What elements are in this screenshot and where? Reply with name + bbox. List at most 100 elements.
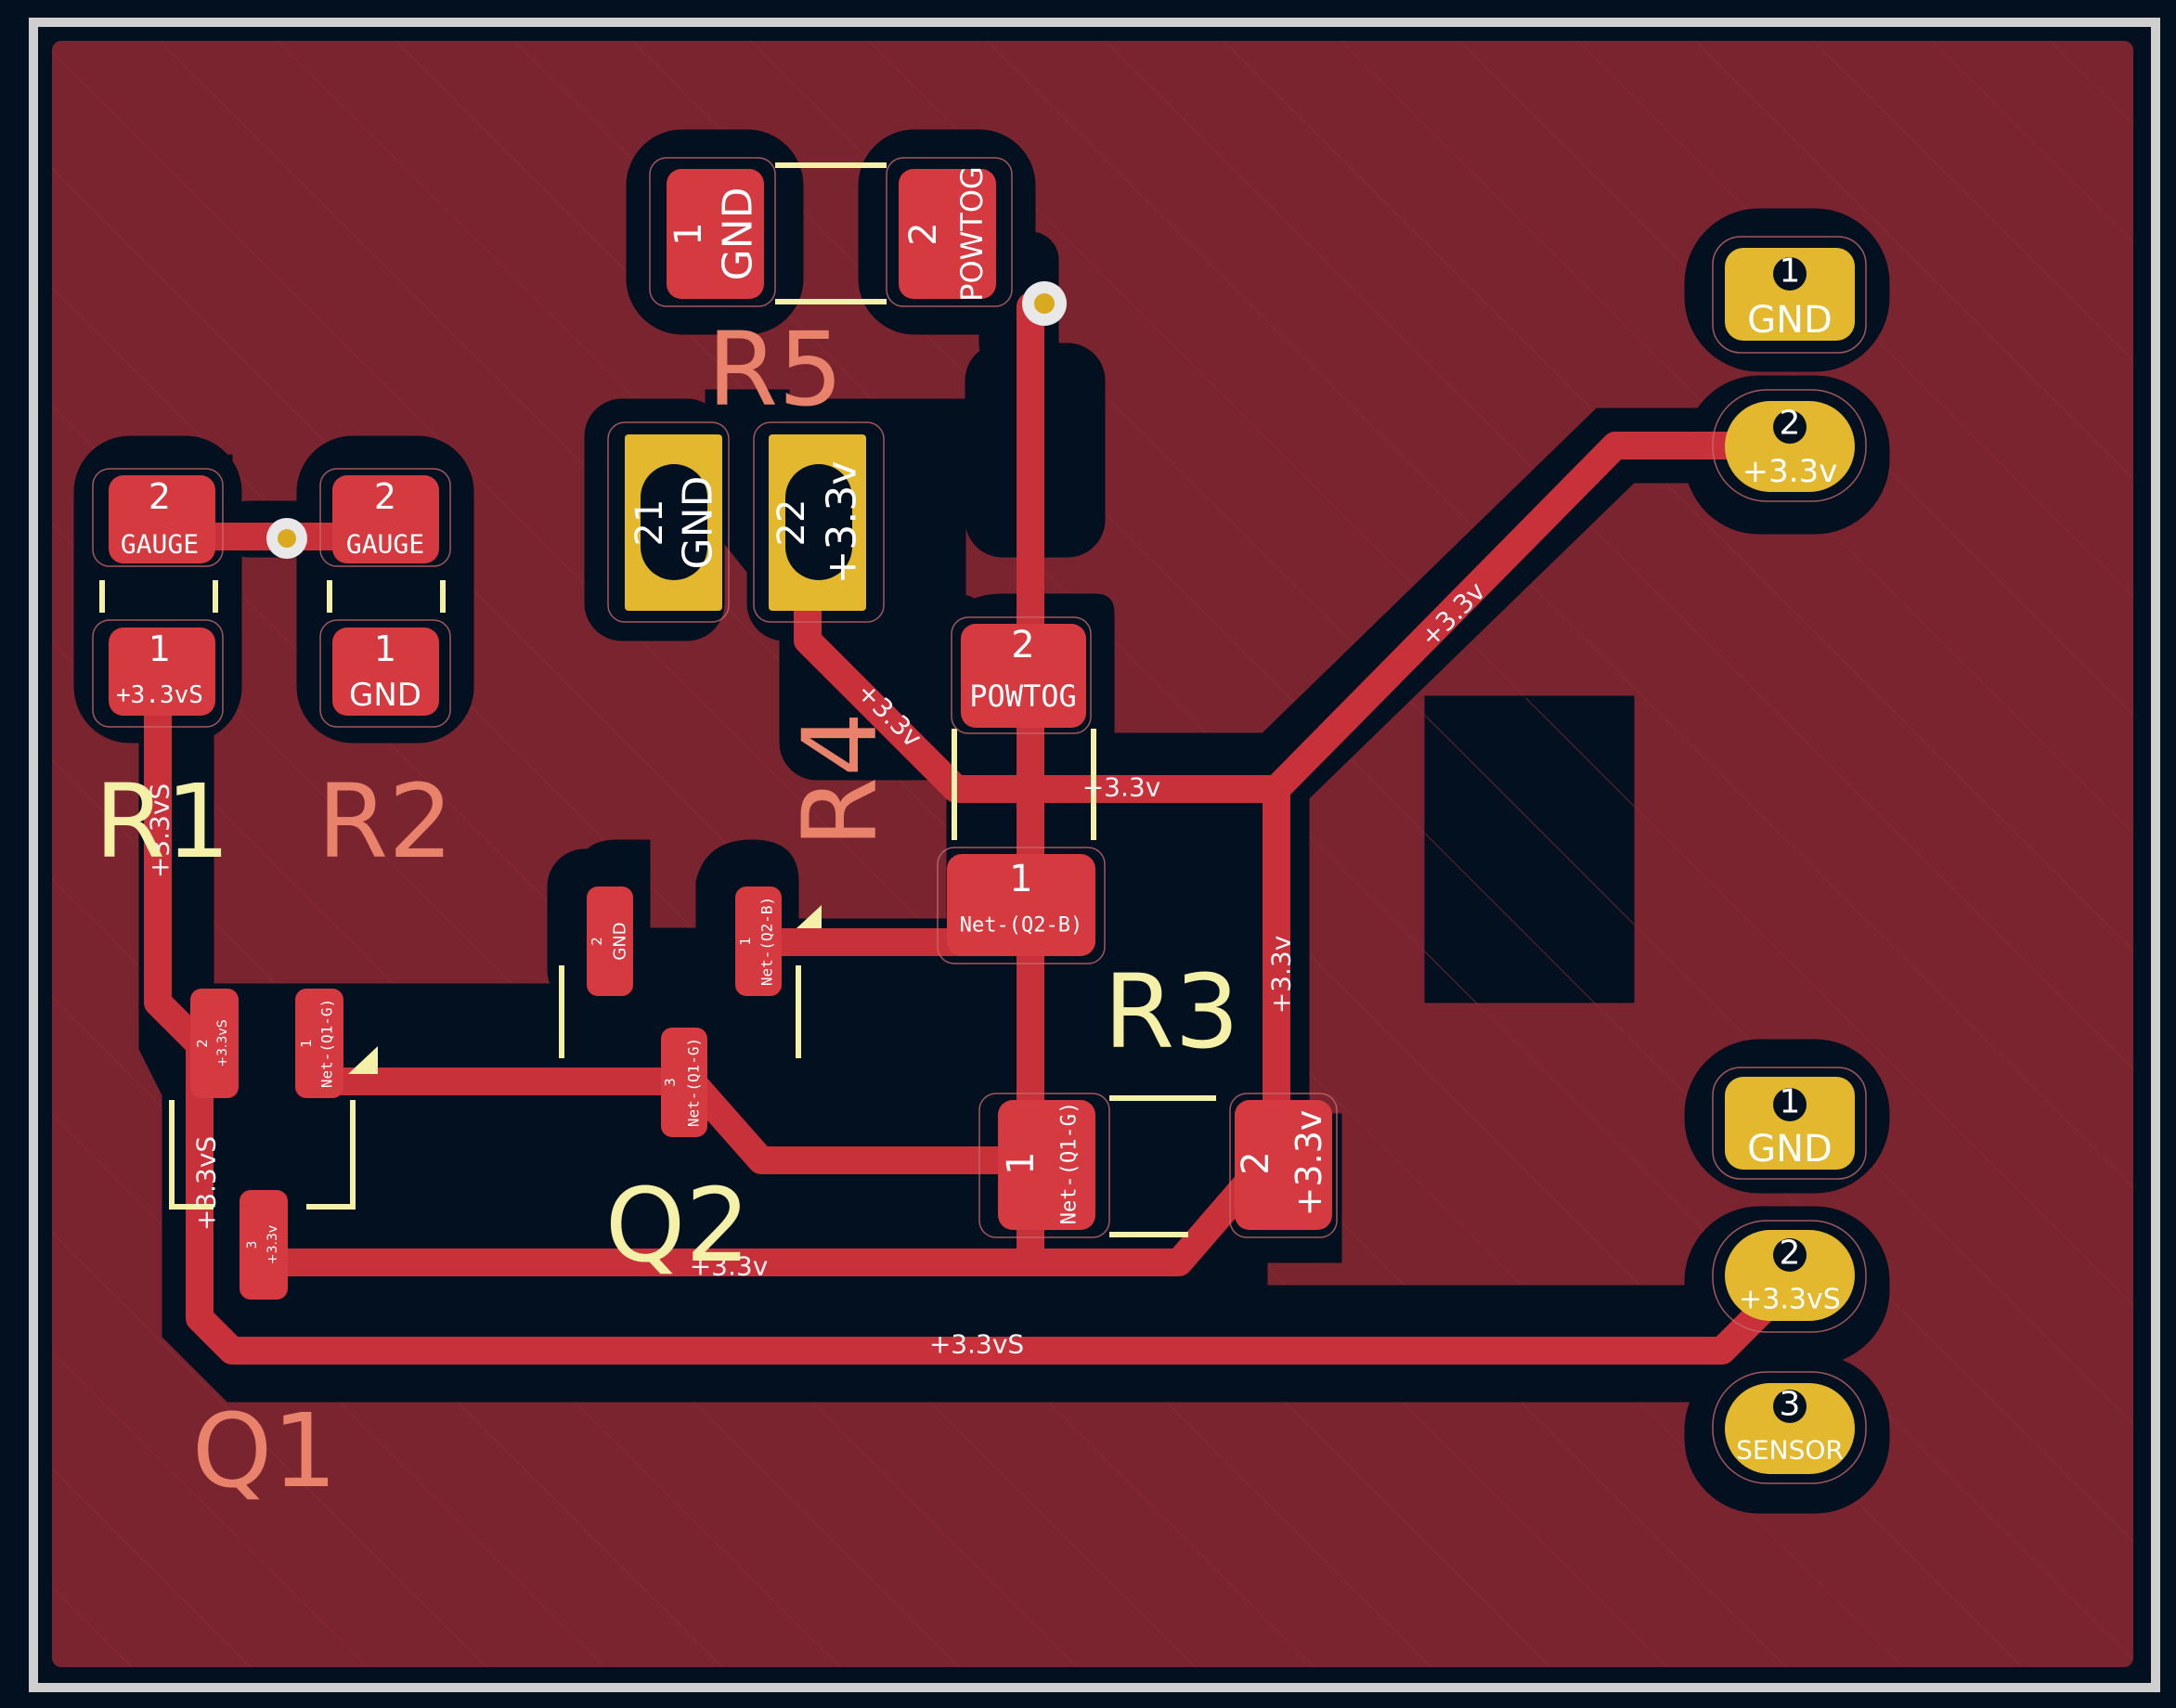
r4-pad-2[interactable] [961,624,1086,728]
sensor-conn-pad-2-number: 2 [1780,1235,1801,1273]
r5-pad-2-number: 2 [902,222,945,245]
r5-pad-2-net: POWTOG [954,166,990,302]
q2-pad-2-number: 2 [589,937,605,946]
jumper-pad-21-number: 21 [628,499,671,547]
power-conn-pad-1-number: 1 [1780,252,1801,291]
sensor-conn-pad-3-net: SENSOR [1736,1435,1844,1466]
r2-pad-2[interactable] [332,475,439,563]
q1-pad-2[interactable] [190,989,239,1098]
r5-pad-2[interactable] [899,169,996,299]
r2-pad-1[interactable] [332,628,439,716]
sensor-conn-pad-2-drill [1773,1238,1807,1272]
keepout-zone [1425,698,1634,1004]
r3-pad-1[interactable] [998,1100,1095,1230]
r5-pad-1[interactable] [667,169,764,299]
r2-footprint[interactable]: 2 GAUGE 1 GND [332,475,439,716]
r5-footprint[interactable]: 1 GND 2 POWTOG [667,166,996,302]
trace-label-hbus: +3.3v [1082,772,1161,803]
trace-label-left: +3.3vS [191,1136,222,1231]
courtyard-lines [92,157,1867,1484]
power-connector[interactable]: 1 GND 2 +3.3v [1725,248,1855,492]
r2-pad-2-net: GAUGE [346,529,424,560]
q1-pad-1[interactable] [295,989,343,1098]
r4-pad-1[interactable] [947,854,1095,956]
q2-pad-3-number: 3 [662,1078,679,1087]
silkscreen-lines [99,162,1216,1237]
designator-r1: R1 [95,762,230,881]
sensor-conn-pad-1-drill [1773,1088,1807,1121]
r2-pad-2-number: 2 [374,476,396,517]
r2-pad-1-net: GND [349,677,421,714]
jumper-footprint[interactable]: 21 GND 22 +3.3v [625,434,866,611]
trace-v33-r4 [794,580,1290,803]
power-conn-pad-2-net: +3.3v [1742,453,1838,490]
r3-footprint[interactable]: 1 Net-(Q1-G) 2 +3.3v [998,1100,1332,1230]
designator-q2: Q2 [605,1166,751,1285]
r4-footprint[interactable]: 2 POWTOG 1 Net-(Q2-B) [947,624,1095,956]
trace-q1g-b [678,1068,1035,1174]
sensor-conn-pad-1-number: 1 [1780,1083,1801,1121]
power-conn-pad-2[interactable] [1725,401,1855,492]
designator-r5: R5 [707,310,843,429]
jumper-pad-21-drill [641,464,707,580]
power-conn-pad-2-drill [1773,410,1807,444]
pin1-marker-q1 [348,1046,378,1074]
r3-pad-2[interactable] [1235,1100,1332,1230]
q1-pad-3-net: +3.3v [266,1225,280,1264]
sensor-conn-pad-1-net: GND [1747,1128,1833,1171]
r4-pad-2-number: 2 [1011,624,1034,666]
reference-designators: R1 R2 R3 R4 R5 Q1 Q2 [95,310,1239,1510]
q1-footprint[interactable]: 2 +3.3vS 1 Net-(Q1-G) 3 +3.3v [190,989,343,1300]
r2-pad-1-number: 1 [374,628,396,669]
trace-label-r1: +3.3vS [145,783,175,878]
trace-label-r3: +3.3v [1266,936,1297,1015]
r1-pad-2[interactable] [109,475,215,563]
pin1-marker-q2 [797,905,822,928]
designator-r4: R4 [781,712,900,848]
q2-pad-2[interactable] [587,886,633,996]
q2-pad-2-net: GND [611,922,630,960]
r5-pad-1-number: 1 [667,222,710,245]
q1-pad-1-net: Net-(Q1-G) [318,999,336,1088]
trace-label-bottom-s: +3.3vS [929,1329,1024,1360]
r1-pad-1-number: 1 [149,628,171,669]
designator-r3: R3 [1104,952,1239,1071]
sensor-conn-pad-2-net: +3.3vS [1739,1284,1841,1316]
r4-pad-1-number: 1 [1009,858,1032,900]
designator-q1: Q1 [192,1391,338,1510]
q2-pad-1[interactable] [735,886,782,996]
sensor-conn-pad-1[interactable] [1725,1077,1855,1170]
q1-pad-2-number: 2 [194,1039,211,1048]
q1-pad-1-number: 1 [298,1039,315,1048]
r4-pad-1-net: Net-(Q2-B) [960,914,1082,938]
r1-footprint[interactable]: 2 GAUGE 1 +3.3vS [109,475,215,716]
q1-pad-3-number: 3 [245,1241,260,1249]
r1-pad-2-net: GAUGE [121,529,199,560]
r1-pad-1-net: +3.3vS [116,681,203,709]
jumper-pad-21-net: GND [675,476,722,570]
vias [266,281,1067,559]
sensor-conn-pad-3-drill [1773,1390,1807,1423]
power-conn-pad-1[interactable] [1725,248,1855,341]
sensor-conn-pad-3[interactable] [1725,1383,1855,1474]
sensor-connector[interactable]: 1 GND 2 +3.3vS 3 SENSOR [1725,1077,1855,1474]
r5-pad-1-net: GND [715,188,762,281]
jumper-pad-22-drill [785,464,852,580]
q1-pad-2-net: +3.3vS [215,1019,230,1067]
r3-pad-1-number: 1 [1000,1151,1043,1174]
board-outline [29,18,2160,1692]
sensor-conn-pad-3-number: 3 [1780,1386,1801,1424]
q2-pad-3-net: Net-(Q1-G) [685,1038,703,1127]
jumper-pad-22-number: 22 [771,499,813,547]
r1-pad-1[interactable] [109,628,215,716]
q2-pad-3[interactable] [661,1028,707,1137]
q2-footprint[interactable]: 2 GND 1 Net-(Q2-B) 3 Net-(Q1-G) [587,886,782,1137]
r3-pad-2-number: 2 [1235,1151,1277,1174]
sensor-conn-pad-2[interactable] [1725,1230,1855,1321]
designator-r2: R2 [317,762,453,881]
q1-pad-3[interactable] [240,1190,288,1300]
power-conn-pad-1-drill [1773,257,1807,291]
power-conn-pad-2-number: 2 [1780,405,1801,443]
r3-pad-1-net: Net-(Q1-G) [1058,1102,1082,1224]
